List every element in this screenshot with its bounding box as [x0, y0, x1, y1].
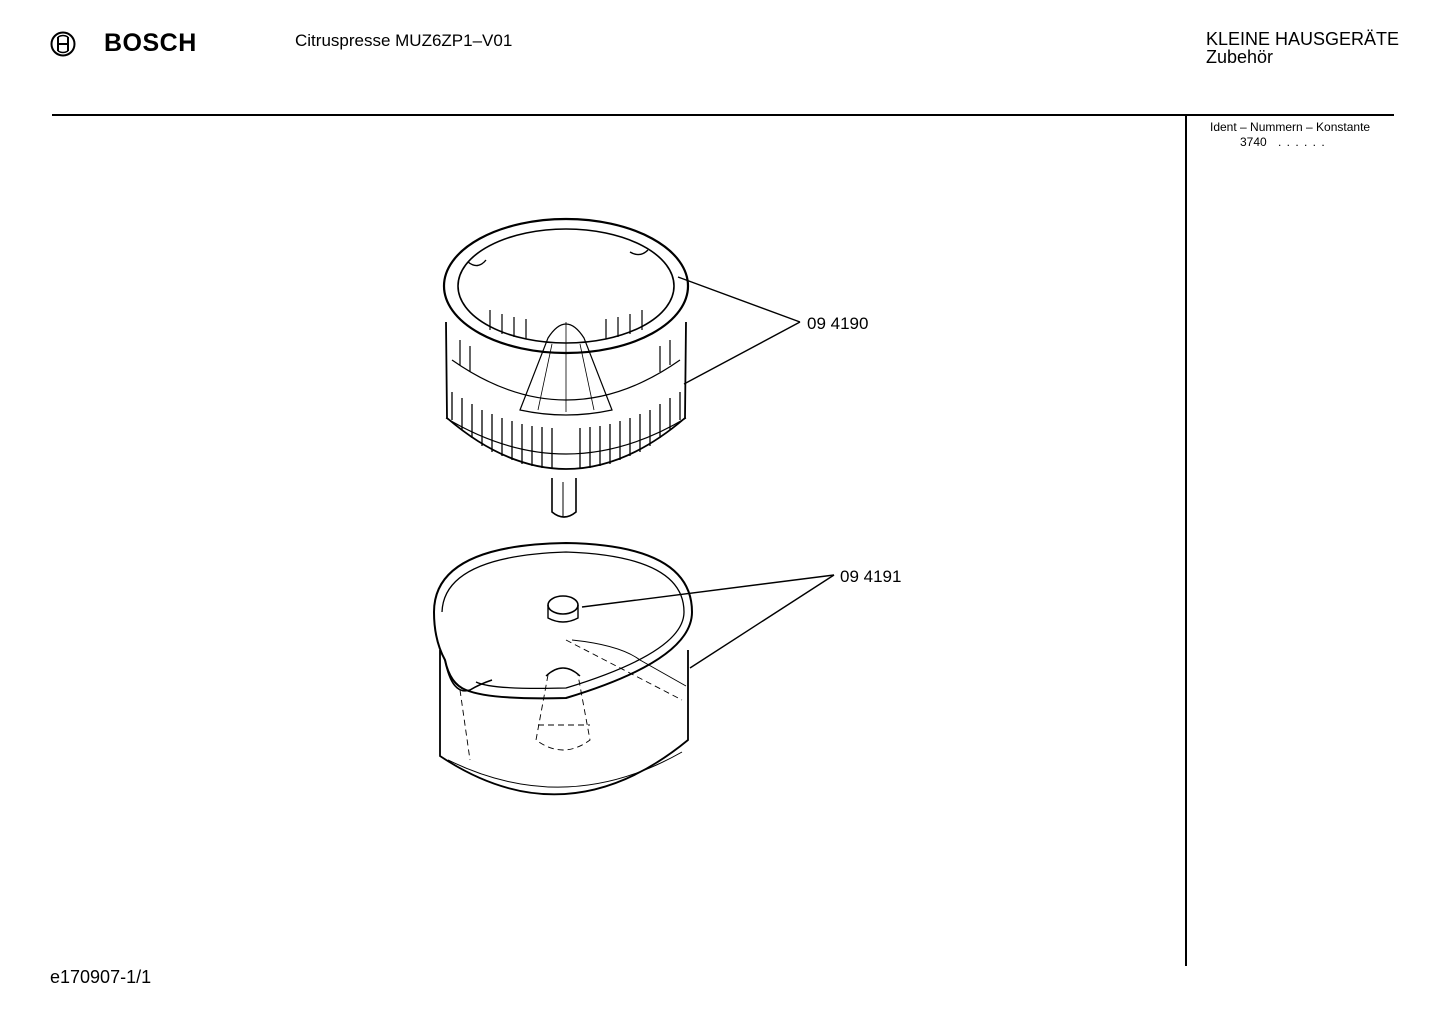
sidebar-divider — [1185, 116, 1187, 966]
ident-label: Ident – Nummern – Konstante — [1210, 120, 1371, 134]
brand-name: BOSCH — [104, 29, 197, 57]
juice-bowl-part — [432, 541, 694, 796]
part-number-label: 09 4191 — [840, 567, 902, 586]
ident-dots: . . . . . . — [1278, 135, 1326, 149]
category-subtitle: Zubehör — [1206, 47, 1274, 67]
category-block: KLEINE HAUSGERÄTE Zubehör — [1206, 30, 1399, 66]
ident-value: 3740 — [1240, 135, 1267, 149]
drawing-code: e170907-1/1 — [50, 967, 152, 987]
header-divider — [52, 114, 1394, 116]
part-number-label: 09 4190 — [807, 314, 869, 333]
document-title: Citruspresse MUZ6ZP1–V01 — [295, 31, 513, 50]
pressing-cone-part — [442, 217, 690, 518]
category-title: KLEINE HAUSGERÄTE — [1206, 29, 1400, 49]
bosch-logo-icon — [50, 31, 76, 57]
